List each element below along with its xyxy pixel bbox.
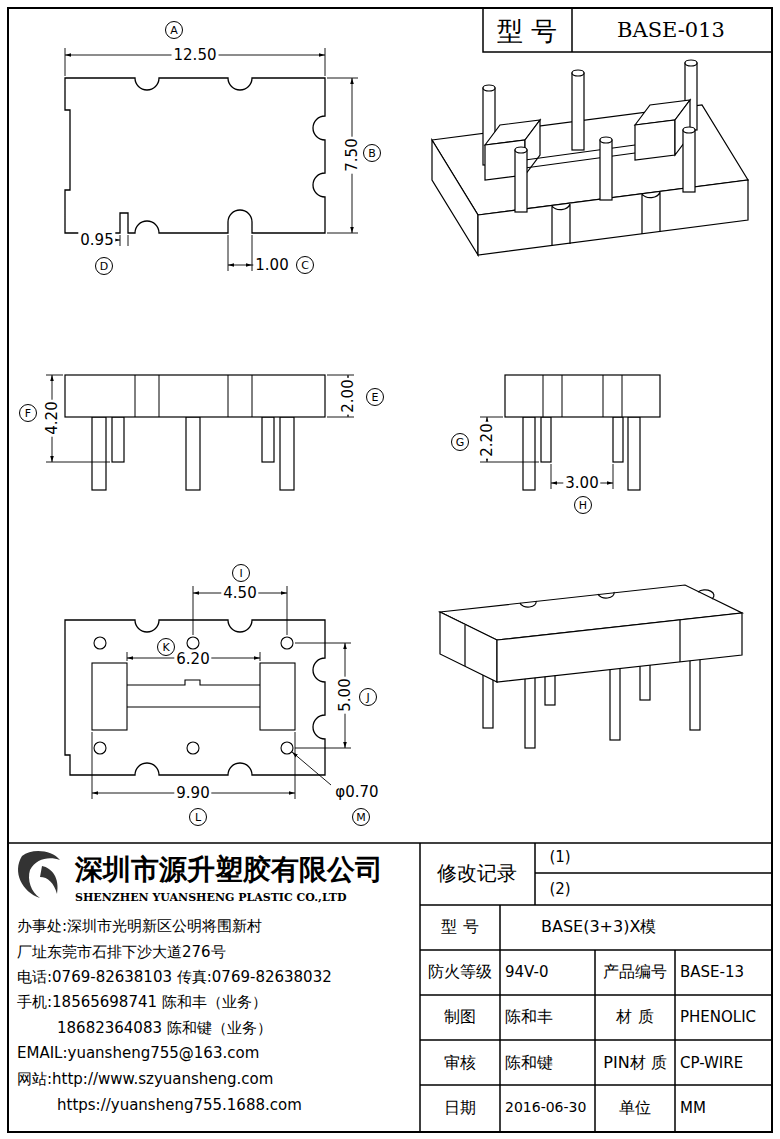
callout-letter: D xyxy=(100,260,108,273)
label-text: 修改记录 xyxy=(437,862,517,884)
label-text: 防火等级 xyxy=(428,963,492,981)
dimension-value: 5.00 xyxy=(337,676,354,713)
label-text: 单位 xyxy=(619,1099,651,1117)
callout-letter: I xyxy=(239,567,242,580)
label-text: 手机:18565698741 陈和丰（业务） xyxy=(17,994,267,1011)
callout-circle: D xyxy=(95,257,113,275)
callout-circle: C xyxy=(296,256,314,274)
callout-letter: H xyxy=(579,499,587,512)
callout-letter: K xyxy=(162,641,169,654)
dimension-value: 1.00 xyxy=(253,257,290,274)
label-text: EMAIL:yuansheng755@163.com xyxy=(17,1045,259,1062)
dimension-value: 2.00 xyxy=(340,377,357,414)
label-text: 型 号 xyxy=(497,17,557,46)
callout-circle: F xyxy=(19,404,37,422)
dimension-value: 6.20 xyxy=(174,651,211,668)
label-text: 审核 xyxy=(444,1054,476,1072)
label-text: BASE-013 xyxy=(617,19,725,42)
label-text: 产品编号 xyxy=(603,963,667,981)
label-text: 制图 xyxy=(444,1008,476,1026)
dimension-value: φ0.70 xyxy=(333,784,380,801)
label-text: https://yuansheng755.1688.com xyxy=(57,1097,302,1114)
dimension-value: 4.50 xyxy=(221,585,258,602)
callout-circle: K xyxy=(157,638,175,656)
label-text: 陈和丰 xyxy=(505,1008,553,1026)
label-text: 网站:http://www.szyuansheng.com xyxy=(17,1071,273,1088)
dimension-value: 12.50 xyxy=(172,47,219,64)
label-text: BASE(3+3)X模 xyxy=(541,918,656,936)
label-text: MM xyxy=(680,1100,706,1117)
label-text: (2) xyxy=(549,881,570,898)
dimension-value: 2.20 xyxy=(479,421,496,458)
callout-letter: F xyxy=(25,407,31,420)
label-text: SHENZHEN YUANSHENG PLASTIC CO.,LTD xyxy=(75,892,346,904)
callout-circle: L xyxy=(189,808,207,826)
label-text: (1) xyxy=(549,849,570,866)
label-text: 18682364083 陈和键（业务） xyxy=(57,1020,272,1037)
label-text: 材 质 xyxy=(616,1008,653,1026)
label-text: PHENOLIC xyxy=(680,1009,756,1026)
label-text: 办事处:深圳市光明新区公明将围新村 xyxy=(17,918,262,935)
callout-circle: I xyxy=(232,564,250,582)
callout-letter: E xyxy=(372,391,379,404)
label-text: 94V-0 xyxy=(505,964,548,981)
dimension-value: 9.90 xyxy=(174,785,211,802)
label-text: 深圳市源升塑胶有限公司 xyxy=(75,855,383,886)
callout-letter: C xyxy=(301,259,309,272)
callout-circle: B xyxy=(363,144,381,162)
dimension-value: 4.20 xyxy=(44,399,61,436)
callout-circle: E xyxy=(366,388,384,406)
dimension-value: 0.95 xyxy=(78,232,115,249)
label-text: CP-WIRE xyxy=(680,1055,743,1072)
callout-circle: G xyxy=(451,433,469,451)
dimension-value: 3.00 xyxy=(563,475,600,492)
callout-letter: A xyxy=(170,24,178,37)
callout-circle: H xyxy=(574,496,592,514)
callout-letter: L xyxy=(195,811,201,824)
callout-letter: B xyxy=(368,147,376,160)
label-text: 陈和键 xyxy=(505,1054,553,1072)
callout-letter: G xyxy=(456,436,465,449)
callout-circle: M xyxy=(352,808,370,826)
label-text: BASE-13 xyxy=(680,964,744,981)
label-text: 2016-06-30 xyxy=(505,1100,586,1115)
label-text: 型 号 xyxy=(441,918,478,936)
label-text: 日期 xyxy=(444,1099,476,1117)
callout-circle: A xyxy=(165,21,183,39)
dimension-value: 7.50 xyxy=(344,136,361,173)
callout-letter: M xyxy=(356,811,366,824)
label-text: PIN材 质 xyxy=(603,1054,666,1072)
label-text: 电话:0769-82638103 传真:0769-82638032 xyxy=(17,969,332,986)
callout-letter: J xyxy=(366,691,369,704)
callout-circle: J xyxy=(359,688,377,706)
label-text: 厂址东莞市石排下沙大道276号 xyxy=(17,944,226,961)
